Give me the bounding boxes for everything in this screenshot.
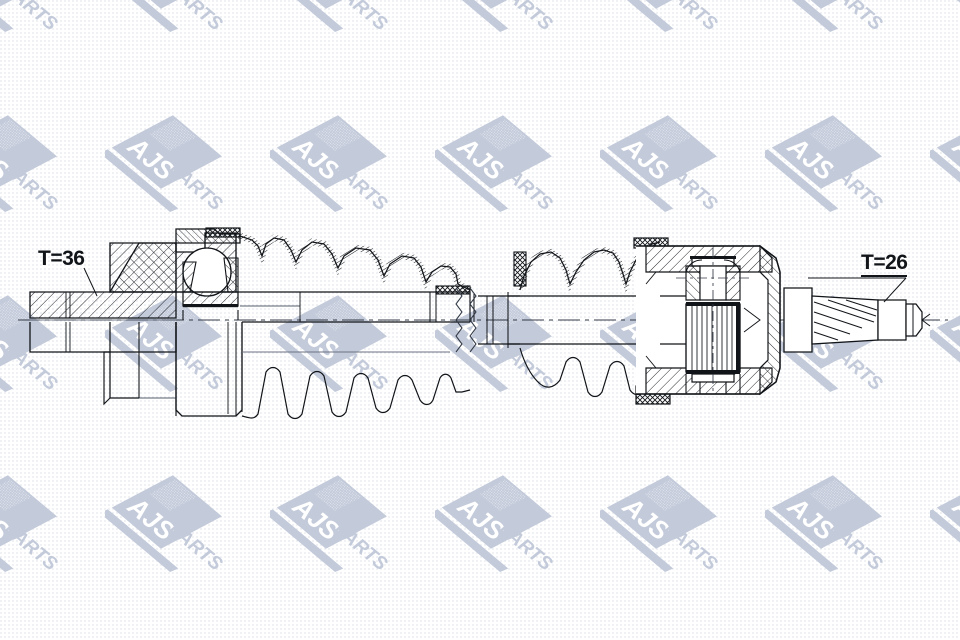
spline-label-right: T=26 xyxy=(861,252,908,277)
spline-label-left: T=36 xyxy=(38,247,85,270)
